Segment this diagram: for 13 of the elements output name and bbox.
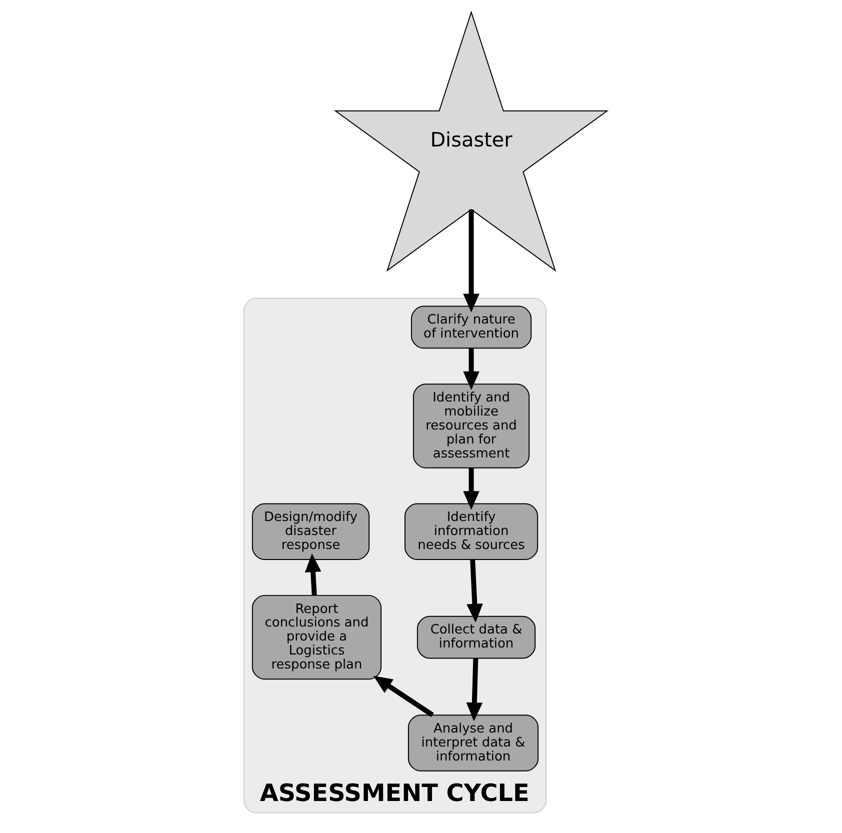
node-box: Identify and mobilize resources and plan for assessment — [412, 384, 530, 468]
arrow — [466, 658, 482, 722]
arrow — [372, 676, 434, 718]
node-box: Identify information needs & sources — [404, 503, 538, 560]
node-box: Analyse and interpret data & information — [407, 714, 538, 772]
node-box: Collect data & information — [416, 616, 536, 659]
arrow — [462, 468, 479, 510]
node-box: Design/modify disaster response — [251, 503, 370, 560]
arrow — [466, 559, 482, 623]
node-box: Clarify nature of intervention — [410, 306, 532, 349]
node-box: Report conclusions and provide a Logistics response plan — [251, 594, 382, 680]
arrow — [462, 348, 479, 390]
arrow — [304, 553, 321, 596]
